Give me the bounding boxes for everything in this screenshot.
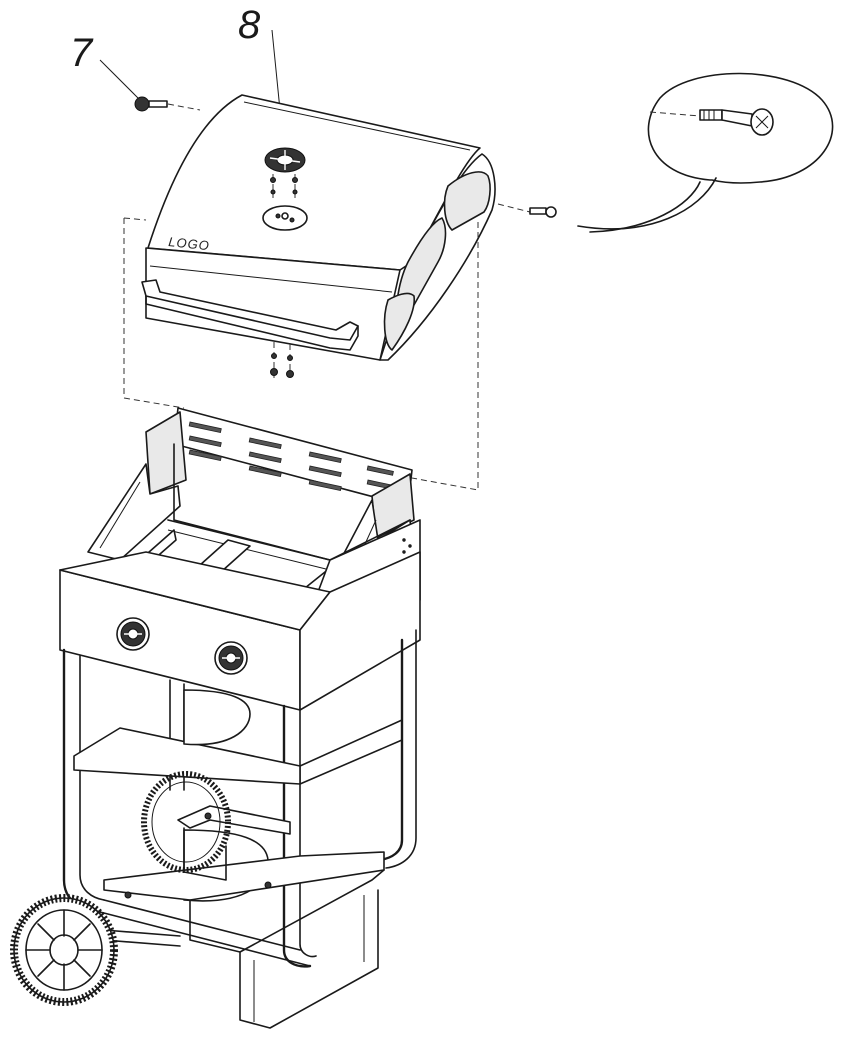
control-knob-right [214, 641, 248, 675]
assembly-guide-top [123, 217, 147, 221]
callout-7-leader [99, 59, 139, 99]
callout-7-label: 7 [70, 31, 94, 75]
control-knob-left [116, 617, 150, 651]
rear-wheel-inner [141, 771, 231, 873]
callout-8-label: 8 [238, 3, 261, 47]
side-screw [497, 203, 557, 218]
assembly-guide-left [123, 218, 185, 409]
front-wheel [10, 894, 118, 1006]
grill-lid: LOGO [141, 94, 496, 378]
assembly-guide-right [411, 222, 479, 491]
screw-part-7 [134, 96, 201, 112]
control-panel [59, 551, 421, 711]
knob-part-8 [262, 147, 308, 231]
screw-detail-bubble [577, 72, 834, 233]
tank-bracket [177, 805, 291, 881]
lid-logo-text: LOGO [168, 234, 211, 253]
